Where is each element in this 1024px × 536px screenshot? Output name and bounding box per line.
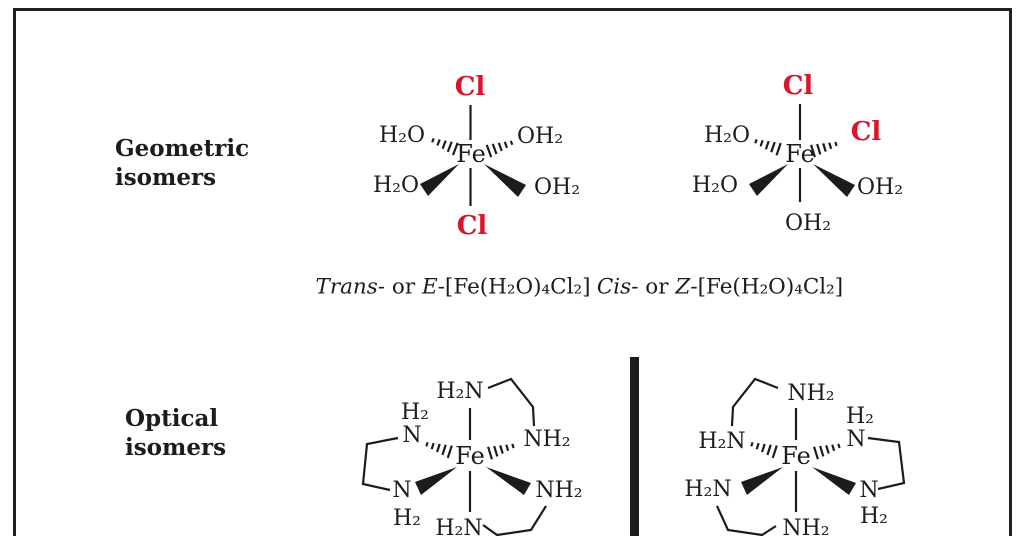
- trans-iron-label: Fe: [456, 140, 486, 168]
- trans-water-top-left-label: H₂O: [378, 123, 426, 148]
- hash-bond: [485, 135, 515, 159]
- optleft-amine-top-right-label: NH₂: [523, 427, 571, 452]
- hash-bond: [812, 438, 842, 461]
- hash-bond: [809, 136, 839, 159]
- optleft-amine-bottom-label: H₂N: [435, 516, 483, 536]
- optright-amine-top-left-label: H₂N: [698, 429, 746, 454]
- ethylene-chain: [716, 505, 777, 536]
- optleft-n-bottom-left-label: N: [392, 478, 412, 503]
- optleft-amine-bottom-right-label: NH₂: [535, 478, 583, 503]
- optright-h2-bottom-right-label: H₂: [859, 504, 889, 529]
- cis-caption-formula: -[Fe(H₂O)₄Cl₂]: [690, 274, 844, 300]
- optright-amine-top-label: NH₂: [787, 381, 835, 406]
- geometric-label-line2: isomers: [115, 164, 217, 191]
- cis-chlorine-top-label: Cl: [782, 71, 814, 101]
- optleft-iron-label: Fe: [455, 442, 485, 470]
- wedge-bond: [484, 164, 526, 197]
- optical-label-line2: isomers: [125, 434, 227, 461]
- ethylene-chain: [487, 377, 536, 427]
- cis-iron-label: Fe: [785, 140, 815, 168]
- trans-water-top-right-label: OH₂: [516, 124, 564, 149]
- trans-chlorine-bottom-label: Cl: [456, 211, 488, 241]
- wedge-bond: [486, 467, 531, 495]
- optleft-h2-top-left-label: H₂: [400, 400, 430, 425]
- cis-caption-connector: or: [638, 274, 676, 300]
- hash-bond: [752, 134, 782, 157]
- ethylene-chain: [482, 505, 547, 536]
- wedge-bond: [813, 164, 855, 197]
- geometric-isomers-label: Geometric isomers: [115, 134, 249, 192]
- trans-caption-descriptor: E: [421, 274, 438, 300]
- optleft-h2-bottom-left-label: H₂: [392, 506, 422, 531]
- optright-amine-bottom-label: NH₂: [782, 516, 830, 536]
- trans-water-bottom-left-label: H₂O: [372, 173, 420, 198]
- figure-border: [13, 8, 1012, 536]
- cis-water-bottom-left-label: H₂O: [691, 173, 739, 198]
- wedge-bond: [415, 467, 457, 495]
- trans-caption: Trans- or E-[Fe(H₂O)₄Cl₂]: [315, 276, 590, 298]
- optleft-amine-top-label: H₂N: [436, 379, 484, 404]
- wedge-bond: [749, 164, 788, 196]
- hash-bond: [423, 437, 453, 460]
- ethylene-chain: [361, 436, 399, 492]
- hash-bond: [486, 438, 516, 461]
- optright-iron-label: Fe: [781, 442, 811, 470]
- mirror-plane-divider: [630, 357, 639, 536]
- optleft-n-top-left-label: N: [402, 423, 422, 448]
- trans-chlorine-top-label: Cl: [454, 72, 486, 102]
- cis-chlorine-right-label: Cl: [850, 117, 882, 147]
- optright-h2-top-right-label: H₂: [845, 404, 875, 429]
- wedge-bond: [741, 467, 783, 495]
- trans-water-bottom-right-label: OH₂: [533, 175, 581, 200]
- wedge-bond: [420, 164, 459, 196]
- cis-water-bottom-right-label: OH₂: [856, 175, 904, 200]
- trans-caption-formula: -[Fe(H₂O)₄Cl₂]: [437, 274, 591, 300]
- wedge-bond: [812, 467, 856, 495]
- cis-caption-descriptor: Z: [675, 274, 691, 300]
- optical-label-line1: Optical: [125, 405, 219, 432]
- optright-amine-bottom-left-label: H₂N: [684, 477, 732, 502]
- cis-caption: Cis- or Z-[Fe(H₂O)₄Cl₂]: [597, 276, 843, 298]
- ethylene-chain: [730, 377, 779, 427]
- cis-caption-prefix: Cis-: [596, 274, 639, 300]
- cis-water-top-left-label: H₂O: [703, 123, 751, 148]
- cis-water-bottom-label: OH₂: [784, 211, 832, 236]
- hash-bond: [429, 133, 459, 157]
- optical-isomers-label: Optical isomers: [125, 404, 226, 462]
- optright-n-top-right-label: N: [846, 427, 866, 452]
- trans-caption-connector: or: [385, 274, 422, 300]
- hash-bond: [748, 437, 778, 460]
- optright-n-bottom-right-label: N: [859, 478, 879, 503]
- trans-caption-prefix: Trans-: [315, 274, 386, 300]
- ethylene-chain: [867, 436, 906, 491]
- geometric-label-line1: Geometric: [115, 135, 250, 162]
